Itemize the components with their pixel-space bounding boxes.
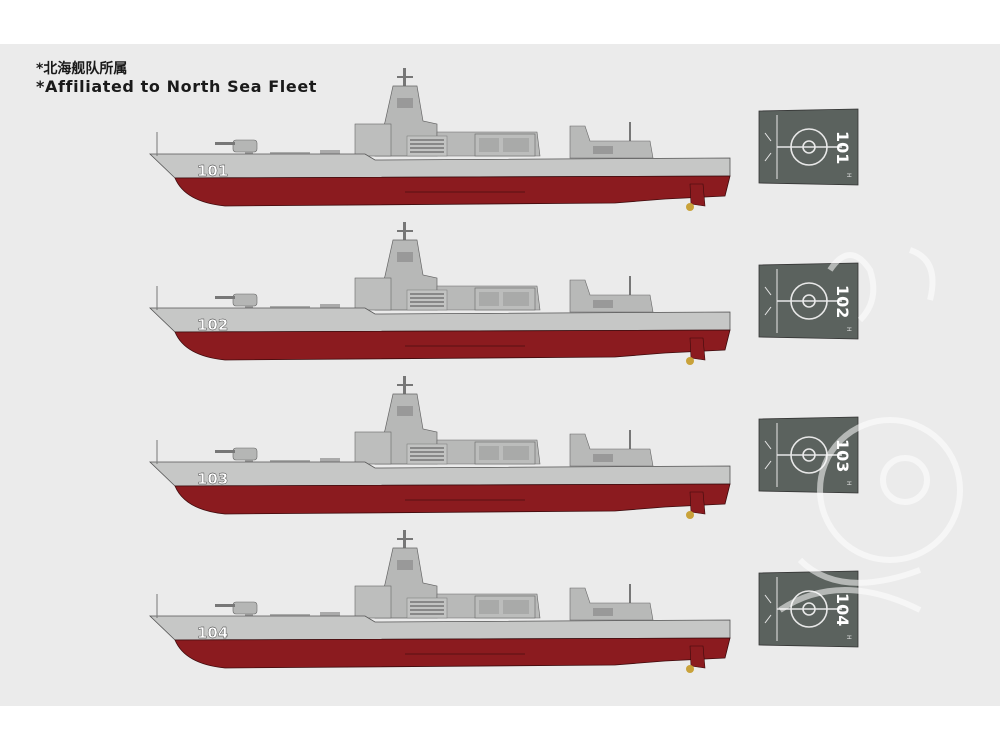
svg-text:H: H bbox=[845, 481, 852, 486]
ship-profile-101: 101 bbox=[145, 66, 740, 226]
helideck-plan-103: 103 H bbox=[757, 415, 860, 495]
helideck-drawing: 102 H bbox=[758, 262, 859, 340]
destroyer-drawing: 103 bbox=[149, 376, 731, 519]
deck-code: 103 bbox=[833, 439, 852, 472]
subtitle-english: *Affiliated to North Sea Fleet bbox=[36, 77, 318, 96]
pennant-number: 101 bbox=[197, 162, 228, 180]
header: *北海舰队所属 *Affiliated to North Sea Fleet bbox=[36, 60, 317, 96]
svg-text:H: H bbox=[845, 173, 852, 178]
subtitle-chinese: *北海舰队所属 bbox=[36, 61, 128, 77]
pennant-number: 102 bbox=[197, 316, 228, 334]
helideck-drawing: 104 H bbox=[758, 570, 859, 648]
helideck-plan-101: 101 H bbox=[757, 107, 860, 187]
svg-text:H: H bbox=[845, 635, 852, 640]
helideck-plan-104: 104 H bbox=[757, 569, 860, 649]
destroyer-drawing: 104 bbox=[149, 530, 731, 673]
helideck-drawing: 103 H bbox=[758, 416, 859, 494]
deck-code: 104 bbox=[833, 593, 852, 626]
helideck-plan-102: 102 H bbox=[757, 261, 860, 341]
svg-text:H: H bbox=[845, 327, 852, 332]
destroyer-drawing: 101 bbox=[149, 68, 731, 211]
destroyer-drawing: 102 bbox=[149, 222, 731, 365]
pennant-number: 104 bbox=[197, 624, 228, 642]
ship-profile-103: 103 bbox=[145, 374, 740, 534]
ship-profile-104: 104 bbox=[145, 528, 740, 688]
deck-code: 101 bbox=[833, 131, 852, 164]
deck-code: 102 bbox=[833, 285, 852, 318]
pennant-number: 103 bbox=[197, 470, 228, 488]
helideck-drawing: 101 H bbox=[758, 108, 859, 186]
ship-profile-102: 102 bbox=[145, 220, 740, 380]
